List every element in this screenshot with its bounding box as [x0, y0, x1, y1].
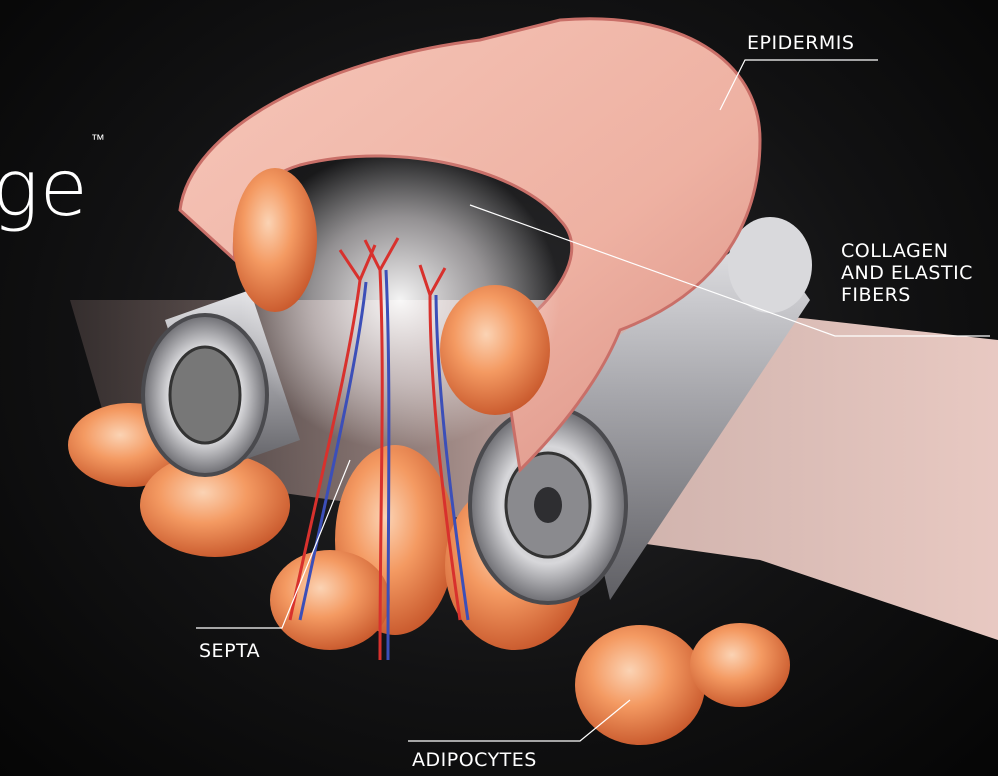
trademark-symbol: ™: [91, 132, 106, 148]
collagen-label: COLLAGEN AND ELASTIC FIBERS: [841, 240, 973, 306]
brand-wordmark: ge™: [0, 150, 106, 228]
brand-text: ge: [0, 144, 89, 234]
collagen-label-line: COLLAGEN: [841, 240, 973, 262]
adipocyte-cell: [233, 168, 317, 312]
adipocyte-cell: [575, 625, 705, 745]
collagen-label-line: FIBERS: [841, 284, 973, 306]
adipocyte-cell: [690, 623, 790, 707]
epidermis-label: EPIDERMIS: [747, 32, 854, 54]
collagen-label-line: AND ELASTIC: [841, 262, 973, 284]
adipocyte-cell: [440, 285, 550, 415]
adipocyte-cell: [270, 550, 390, 650]
adipocytes-label: ADIPOCYTES: [412, 749, 537, 771]
septa-label: SEPTA: [199, 640, 260, 662]
